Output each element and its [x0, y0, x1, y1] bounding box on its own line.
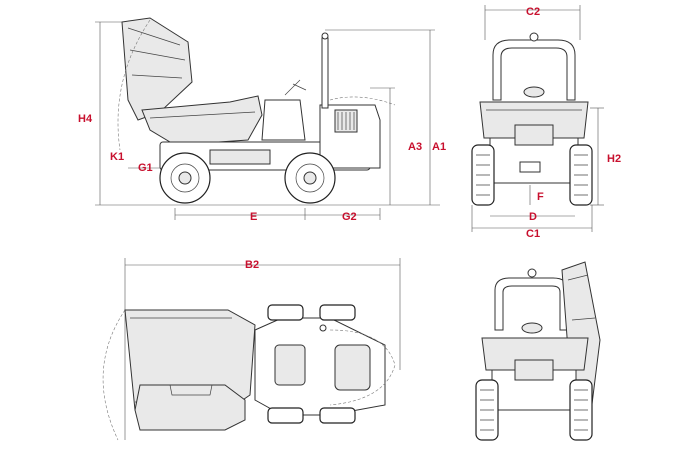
label-a3: A3 [408, 141, 422, 153]
label-a1: A1 [432, 141, 446, 153]
label-d: D [529, 211, 537, 223]
side-view: H4 K1 G1 E G2 A3 A1 [78, 17, 446, 223]
swivel-view [475, 261, 601, 441]
label-h4: H4 [78, 113, 93, 125]
label-h2: H2 [607, 153, 621, 165]
label-b2: B2 [245, 259, 259, 271]
label-g1: G1 [138, 162, 153, 174]
label-f: F [537, 191, 544, 203]
label-g2: G2 [342, 211, 357, 223]
front-view: C2 H2 F D C1 [471, 5, 621, 240]
top-view: B2 [102, 258, 401, 441]
label-c2: C2 [526, 6, 540, 18]
label-k1: K1 [110, 151, 124, 163]
label-e: E [250, 211, 257, 223]
label-c1: C1 [526, 228, 540, 240]
